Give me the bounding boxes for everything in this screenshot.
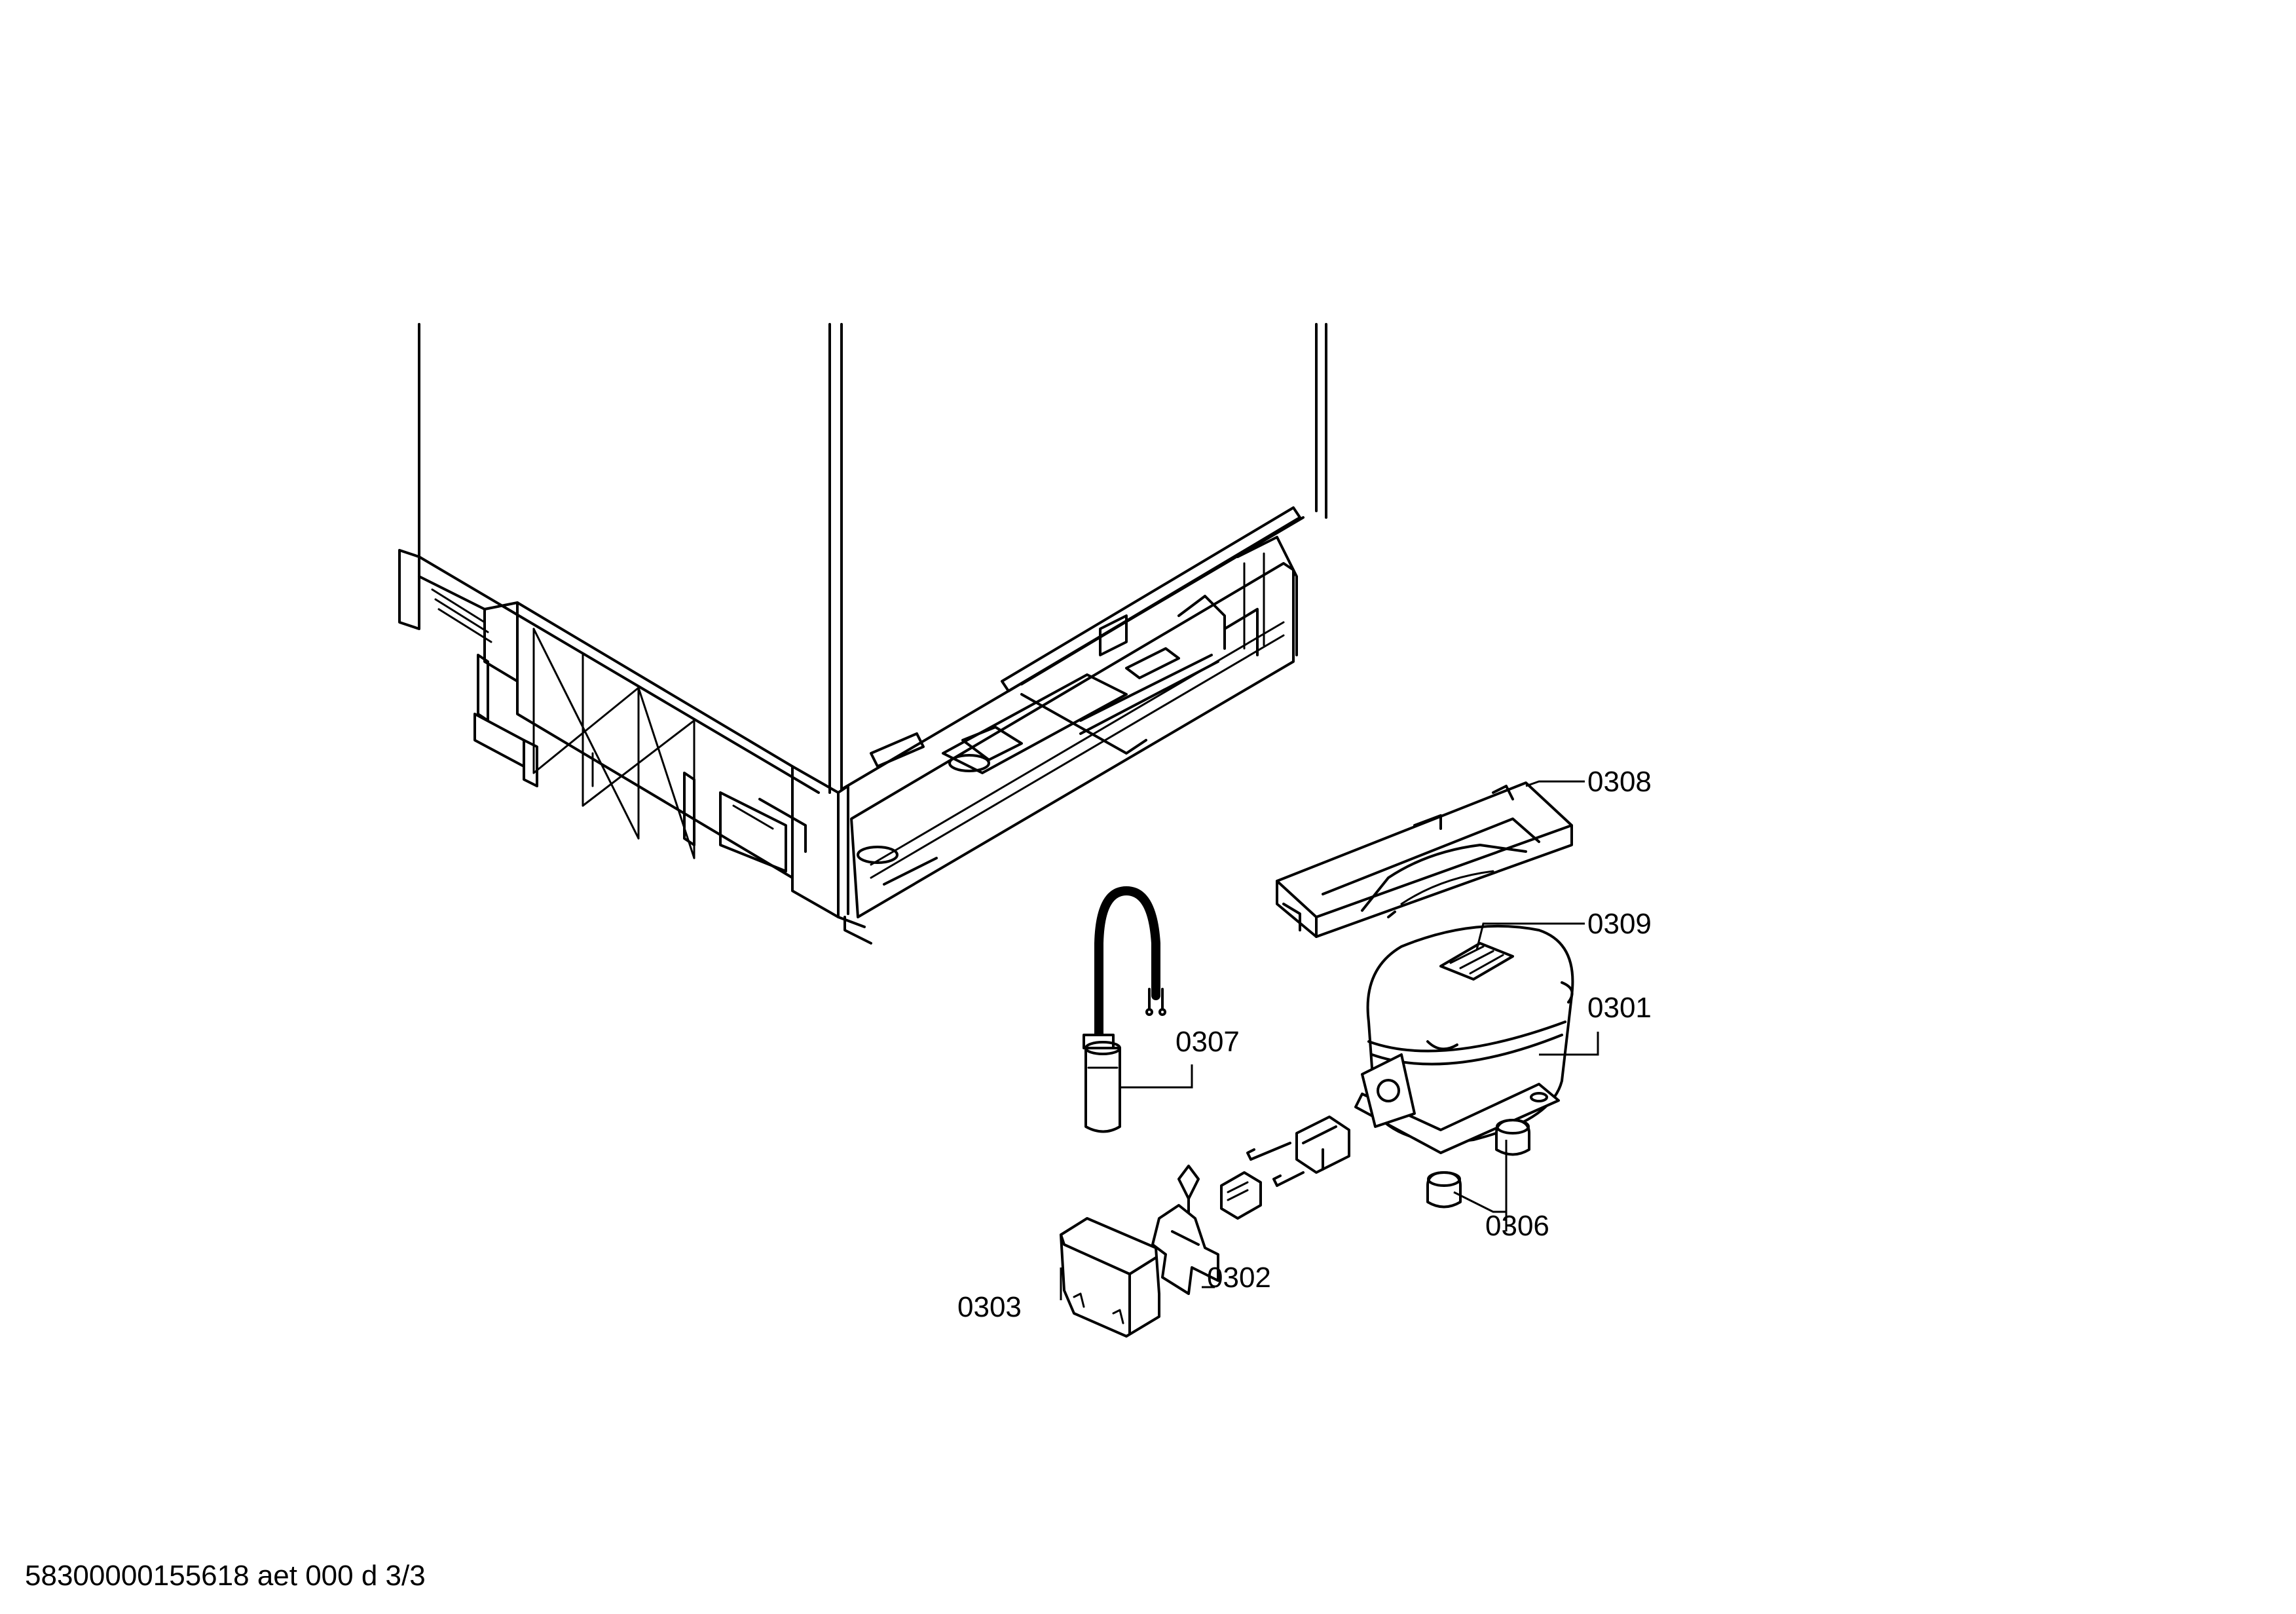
- callout-compressor: 0301: [1587, 992, 1652, 1024]
- callout-rubber-feet: 0306: [1485, 1210, 1549, 1242]
- relay-small-parts: [1220, 1116, 1350, 1220]
- relay-cover: [1060, 1217, 1160, 1338]
- callout-compressor-plate: 0309: [1587, 908, 1652, 940]
- appliance-cabinet: [398, 323, 1327, 945]
- capacitor: [1083, 886, 1166, 1133]
- rubber-feet: [1426, 1119, 1530, 1209]
- leader-lines: [1060, 780, 1599, 1300]
- callout-capacitor: 0307: [1176, 1026, 1240, 1058]
- callout-relay: 0302: [1207, 1262, 1271, 1294]
- callout-relay-cover: 0303: [957, 1291, 1022, 1323]
- compressor: [1354, 924, 1574, 1154]
- start-relay: [1151, 1165, 1219, 1295]
- document-id: 58300000155618 aet 000 d 3/3: [25, 1560, 426, 1592]
- callout-compressor-tray: 0308: [1587, 766, 1652, 798]
- compressor-tray: [1276, 781, 1573, 938]
